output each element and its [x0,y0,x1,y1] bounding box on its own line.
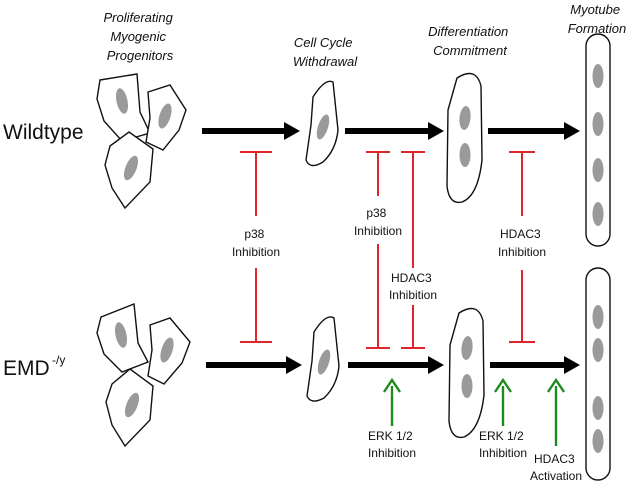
flow-arrow-wt-1 [202,122,300,140]
stage-title-proliferating: Proliferating Myogenic Progenitors [104,10,177,63]
differentiation-cell-emd [448,307,485,439]
stage-title-cell-cycle: Cell Cycle Withdrawal [293,35,358,69]
flow-arrow-wt-2 [345,122,444,140]
progenitor-cells-emd [96,303,191,448]
inhibition-line-hdac3-2 [509,151,535,343]
label-hdac3-inhibition-2: HDAC3 Inhibition [498,227,546,259]
stage-title-differentiation: Differentiation Commitment [428,24,512,58]
label-erk-inhibition-1: ERK 1/2 Inhibition [368,429,416,460]
stage-title-myotube: Myotube Formation [568,2,627,36]
myotube-wildtype [585,33,611,247]
flow-arrow-wt-3 [488,122,580,140]
row-label-emd: EMD -/y [3,353,65,380]
progenitor-cells-wildtype [96,73,187,210]
myotube-emd [585,267,611,481]
flow-arrow-emd-3 [490,356,580,374]
label-erk-inhibition-2: ERK 1/2 Inhibition [479,429,527,460]
inhibition-line-p38-2 [366,151,390,349]
label-hdac3-activation: HDAC3 Activation [530,452,582,483]
flow-arrow-emd-2 [348,356,444,374]
flow-arrow-emd-1 [206,356,302,374]
differentiation-cell-wildtype [446,72,483,204]
row-label-wildtype: Wildtype [3,121,84,144]
inhibition-line-p38-1 [240,151,272,343]
inhibition-line-hdac3-1 [401,151,425,349]
label-p38-inhibition-1: p38 Inhibition [232,227,280,259]
activation-arrow-hdac3 [547,377,565,446]
activation-arrow-erk-1 [383,377,401,426]
withdrawal-cell-emd [306,316,340,402]
label-hdac3-inhibition-1: HDAC3 Inhibition [389,271,437,302]
withdrawal-cell-wildtype [305,80,339,167]
label-p38-inhibition-2: p38 Inhibition [354,206,402,238]
activation-arrow-erk-2 [494,377,512,426]
